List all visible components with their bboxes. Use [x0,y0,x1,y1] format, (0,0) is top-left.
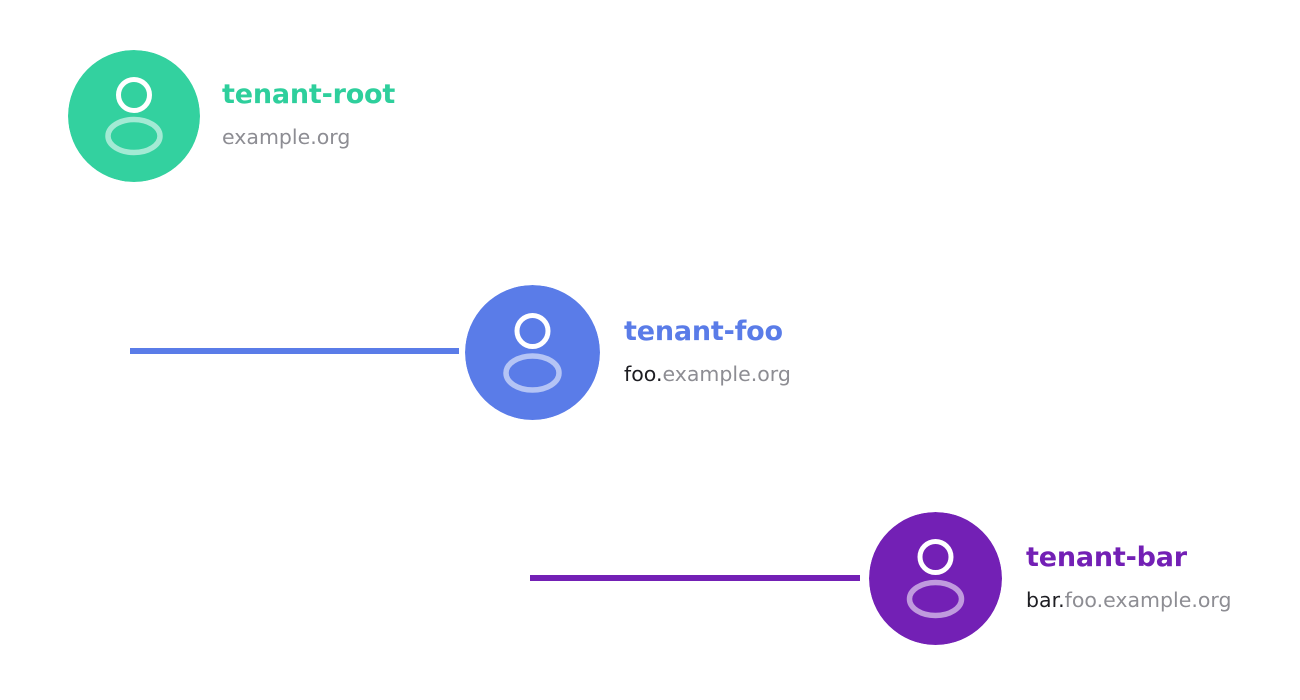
node-title: tenant-bar [1026,541,1187,573]
node-text: tenant-root example.org [222,79,396,149]
node-text: tenant-bar bar.foo.example.org [1026,541,1231,612]
node-subtitle: bar.foo.example.org [1026,589,1231,612]
avatar [869,512,1002,645]
node-subtitle-prefix: foo. [624,361,663,386]
node-subtitle-suffix: foo.example.org [1064,587,1232,612]
user-avatar-icon [503,313,562,393]
node-title: tenant-foo [624,315,783,347]
node-text: tenant-foo foo.example.org [624,315,791,386]
edge-foo-to-bar [530,420,860,581]
avatar [465,285,600,420]
user-avatar-icon [105,77,163,156]
node-subtitle: foo.example.org [624,363,791,386]
node-tenant-bar[interactable]: tenant-bar bar.foo.example.org [869,512,1231,645]
node-title: tenant-root [222,79,396,111]
node-subtitle-suffix: example.org [222,125,351,150]
node-tenant-foo[interactable]: tenant-foo foo.example.org [465,285,791,420]
node-subtitle-suffix: example.org [662,361,791,386]
avatar [68,50,200,182]
edge-root-to-foo [130,190,459,354]
node-tenant-root[interactable]: tenant-root example.org [68,50,395,182]
node-subtitle: example.org [222,126,395,149]
user-avatar-icon [906,539,965,619]
node-subtitle-prefix: bar. [1026,587,1065,612]
